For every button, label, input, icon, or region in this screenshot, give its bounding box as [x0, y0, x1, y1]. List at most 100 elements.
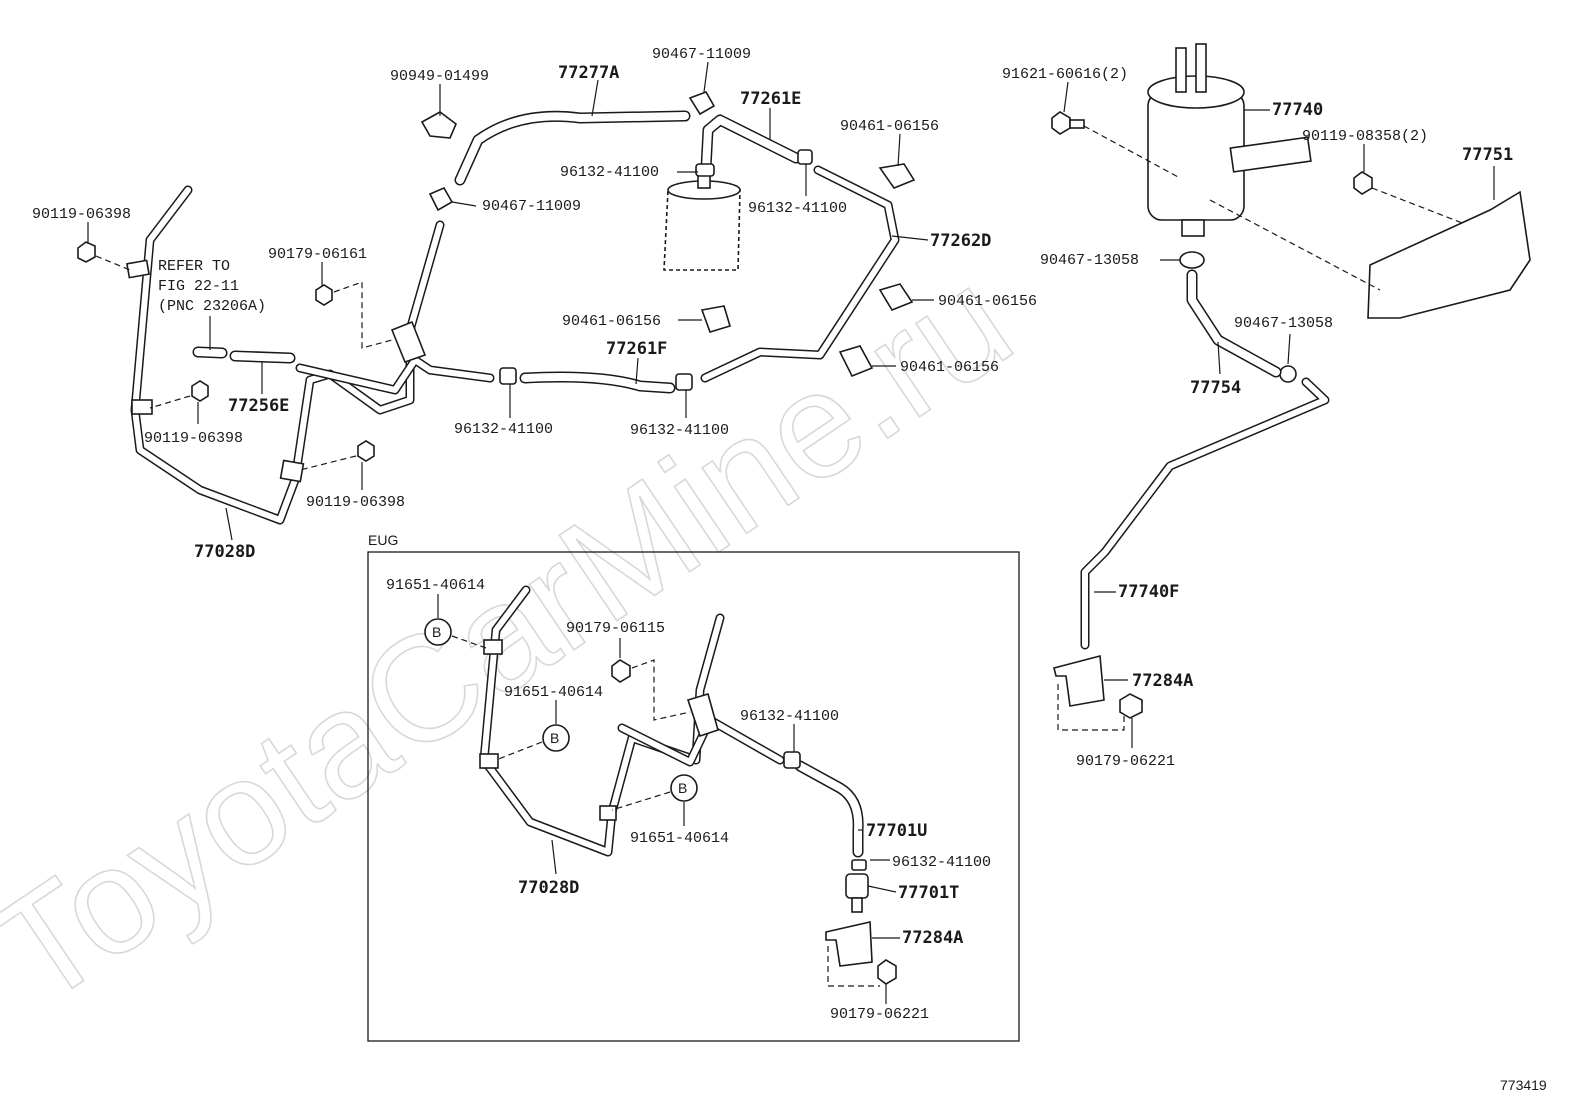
bracket-shape [686, 692, 719, 738]
clamp-shape [675, 373, 693, 391]
note-line-3: (PNC 23206A) [158, 298, 266, 315]
label-90461-06156-b: 90461-06156 [938, 293, 1037, 310]
right-assembly [1051, 43, 1531, 731]
clamp-shape [479, 753, 499, 769]
label-90179-06115: 90179-06115 [566, 620, 665, 637]
label-96132-41100-a: 96132-41100 [560, 164, 659, 181]
label-91621-60616: 91621-60616(2) [1002, 66, 1128, 83]
note-line-1: REFER TO [158, 258, 230, 275]
clip-shape [688, 91, 716, 116]
clip-shape [878, 283, 914, 311]
bracket-77751 [1367, 190, 1531, 319]
nut-icon [827, 946, 897, 987]
label-96132-41100-eug-b: 96132-41100 [892, 854, 991, 871]
svg-text:B: B [432, 624, 441, 640]
bolt-icon [77, 241, 131, 271]
clip-shape [878, 163, 916, 189]
valve-77701T [845, 859, 869, 913]
clip-shape [700, 305, 731, 333]
clamp-shape [279, 459, 305, 483]
label-90461-06156-a: 90461-06156 [840, 118, 939, 135]
clamp-shape [599, 805, 617, 821]
nut-icon [315, 281, 393, 349]
label-77277A: 77277A [558, 63, 619, 83]
bolt-icon [299, 440, 375, 471]
hose-77701U [794, 760, 864, 858]
label-90179-06221: 90179-06221 [1076, 753, 1175, 770]
label-90119-06398-a: 90119-06398 [32, 206, 131, 223]
tube-eug-branch [617, 715, 785, 767]
svg-text:B: B [550, 730, 559, 746]
label-91651-40614-a: 91651-40614 [386, 577, 485, 594]
label-77261F: 77261F [606, 339, 667, 359]
clamp-shape [499, 367, 517, 385]
label-77284A-eug: 77284A [902, 928, 963, 948]
clamp-shape [783, 751, 801, 769]
label-90461-06156-d: 90461-06156 [900, 359, 999, 376]
hose-77277A [454, 110, 691, 186]
label-77701U: 77701U [866, 821, 927, 841]
clip-shape [838, 345, 874, 378]
label-96132-41100-c: 96132-41100 [454, 421, 553, 438]
label-90467-11009-top: 90467-11009 [652, 46, 751, 63]
label-90119-08358: 90119-08358(2) [1302, 128, 1428, 145]
canister-77740 [1147, 43, 1312, 237]
leader-lines [87, 61, 1495, 1004]
label-77256E: 77256E [228, 396, 289, 416]
tube-77262D [700, 165, 900, 383]
eug-section-box [367, 551, 1020, 1042]
clamp-shape [1179, 251, 1205, 269]
nut-icon [611, 659, 691, 721]
label-77028D-eug: 77028D [518, 878, 579, 898]
eug-assembly: B B B [424, 585, 897, 987]
nut-icon [1057, 684, 1143, 731]
svg-text:B: B [678, 780, 687, 796]
tube-77740F [1080, 377, 1330, 650]
bracket-77284A [1053, 654, 1105, 707]
part-labels: 90949-01499 77277A 90467-11009 77261E 90… [32, 46, 1513, 1023]
label-90467-11009-b: 90467-11009 [482, 198, 581, 215]
clamp-shape [126, 259, 150, 279]
label-77284A: 77284A [1132, 671, 1193, 691]
marker-b: B [495, 724, 570, 761]
fuel-filter [663, 171, 741, 271]
hose-77256E [192, 346, 296, 364]
label-90119-06398-b: 90119-06398 [144, 430, 243, 447]
label-90467-13058-b: 90467-13058 [1234, 315, 1333, 332]
clip-shape [428, 186, 454, 212]
label-77262D: 77262D [930, 231, 991, 251]
label-90461-06156-c: 90461-06156 [562, 313, 661, 330]
label-90949-01499: 90949-01499 [390, 68, 489, 85]
label-91651-40614-c: 91651-40614 [630, 830, 729, 847]
clamp-shape [695, 163, 715, 177]
label-96132-41100-b: 96132-41100 [748, 200, 847, 217]
hose-77261E [700, 114, 802, 174]
hose-77261F [519, 371, 676, 394]
label-77701T: 77701T [898, 883, 959, 903]
tube-connector [295, 355, 495, 395]
watermark: ToyotaCarMine.ru [0, 235, 1039, 1036]
note-line-2: FIG 22-11 [158, 278, 239, 295]
figure-number: 773419 [1500, 1077, 1547, 1093]
marker-b: B [611, 774, 698, 811]
section-label-eug: EUG [368, 532, 398, 548]
label-90119-06398-c: 90119-06398 [306, 494, 405, 511]
guide-line [1209, 199, 1381, 291]
bracket-77284A-eug [825, 921, 873, 967]
bolt-icon [1051, 111, 1181, 179]
marker-b: B [424, 618, 487, 649]
connector-shape [420, 111, 457, 139]
label-77028D: 77028D [194, 542, 255, 562]
label-90179-06221-eug: 90179-06221 [830, 1006, 929, 1023]
label-90467-13058-a: 90467-13058 [1040, 252, 1139, 269]
bolt-icon [149, 380, 209, 409]
bolt-icon [1353, 171, 1471, 227]
hose-77754 [1186, 269, 1282, 378]
upper-left-assembly [77, 91, 916, 525]
clamp-shape [1279, 365, 1297, 383]
label-77740F: 77740F [1118, 582, 1179, 602]
reference-note: REFER TO FIG 22-11 (PNC 23206A) [158, 258, 266, 315]
clamp-shape [797, 149, 813, 165]
label-96132-41100-eug: 96132-41100 [740, 708, 839, 725]
